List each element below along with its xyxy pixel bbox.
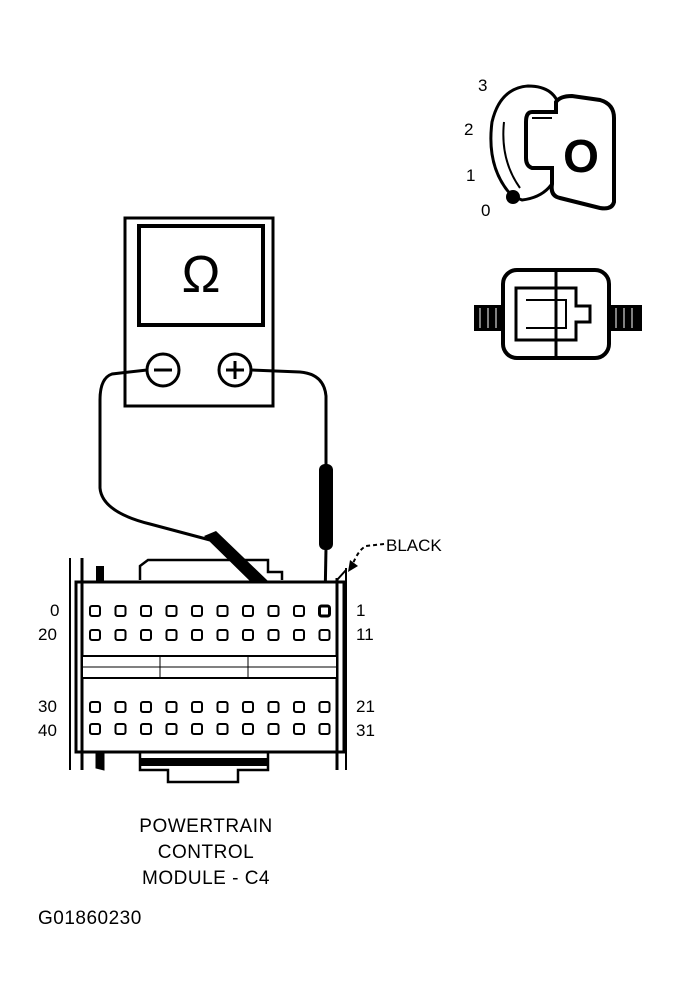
ignition-position-3: 3: [478, 76, 487, 95]
pin-cavity: [114, 605, 127, 617]
pin-cavity: [293, 629, 305, 641]
pin-cavity: [165, 605, 178, 617]
pin-cavity: [293, 701, 305, 713]
positive-terminal: [217, 352, 253, 388]
pin-cavity: [242, 605, 254, 617]
pin-cavity: [89, 701, 101, 713]
wire-color-leader: [351, 543, 385, 567]
pin-cavity: [191, 629, 203, 641]
pin-cavity: [318, 723, 331, 735]
pin-cavity: [114, 701, 127, 713]
pin-cavity: [140, 605, 152, 617]
pin-cavity: [191, 701, 203, 713]
key-icon: O: [524, 93, 616, 211]
row-label-left-20: 20: [38, 625, 57, 644]
pin-cavity: [89, 723, 101, 735]
pin-cavity: [267, 629, 280, 641]
wire-color-label: BLACK: [386, 536, 442, 555]
pin-cavity: [242, 723, 254, 735]
ignition-switch: 3 2 1 0 O: [464, 76, 616, 220]
caption-line-3: MODULE - C4: [142, 868, 270, 889]
pin-cavities: [89, 604, 331, 735]
ohm-symbol: Ω: [182, 246, 221, 304]
pin-cavity: [89, 605, 101, 617]
pin-cavity: [114, 723, 127, 735]
pin-cavity: [140, 723, 152, 735]
ignition-position-0: 0: [481, 201, 490, 220]
pin-cavity: [216, 629, 229, 641]
row-label-left-30: 30: [38, 697, 57, 716]
caption-line-2: CONTROL: [158, 842, 254, 863]
row-label-right-21: 21: [356, 697, 375, 716]
position-indicator-dot: [506, 190, 520, 204]
pin-cavity: [293, 605, 305, 617]
row-label-right-31: 31: [356, 721, 375, 740]
pin-cavity: [318, 604, 331, 618]
pin-cavity: [267, 701, 280, 713]
pin-cavity: [318, 629, 331, 641]
pin-cavity: [191, 605, 203, 617]
pin-cavity: [242, 629, 254, 641]
figure-id: G01860230: [38, 908, 142, 929]
ignition-position-2: 2: [464, 120, 473, 139]
row-label-left-40: 40: [38, 721, 57, 740]
row-label-right-1: 1: [356, 601, 365, 620]
pin-cavity: [165, 629, 178, 641]
pin-cavity: [165, 701, 178, 713]
pin-cavity: [165, 723, 178, 735]
pin-cavity: [293, 723, 305, 735]
pin-cavity: [140, 629, 152, 641]
pin-cavity: [216, 723, 229, 735]
pin-cavity: [216, 701, 229, 713]
positive-lead-wire: [250, 368, 328, 466]
pin-cavity: [89, 629, 101, 641]
inline-switch-icon: [474, 268, 642, 360]
pin-cavity: [216, 605, 229, 617]
pin-cavity: [140, 701, 152, 713]
row-label-left-0: 0: [50, 601, 59, 620]
caption: POWERTRAIN CONTROL MODULE - C4: [139, 816, 272, 889]
negative-lead-wire: [98, 368, 211, 542]
ohmmeter: Ω: [123, 216, 275, 408]
negative-terminal: [145, 352, 181, 388]
pin-cavity: [114, 629, 127, 641]
pin-cavity: [242, 701, 254, 713]
key-letter: O: [563, 130, 599, 182]
ignition-position-1: 1: [466, 166, 475, 185]
row-label-right-11: 11: [356, 625, 374, 644]
pin-cavity: [318, 701, 331, 713]
caption-line-1: POWERTRAIN: [139, 816, 272, 837]
meter-display: [137, 224, 265, 327]
pin-cavity: [267, 723, 280, 735]
pin-cavity: [191, 723, 203, 735]
pcm-connector: 0 20 30 40 1 11 21 31 BLACK: [38, 536, 442, 784]
pin-cavity: [267, 605, 280, 617]
